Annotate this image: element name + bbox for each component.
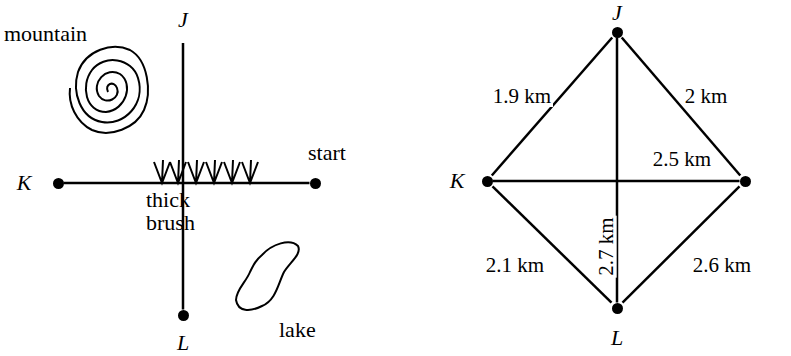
distance-label: 2.7 km [596,215,617,277]
vertex-label: L [611,326,623,349]
vertex-dot: start [310,178,321,189]
route-line [64,183,310,184]
vertex-label: L [177,331,189,354]
distance-label: 2.6 km [691,255,753,276]
vertex-dot: K [53,178,64,189]
mountain-spiral [70,47,148,133]
distance-label: 2.1 km [484,255,546,276]
distance-label: 2 km [683,86,730,107]
vertex-dot: J [612,27,623,38]
road-end: J [180,37,186,43]
vertex-label: J [612,1,622,24]
route-line [623,186,740,302]
map-label: lake [279,318,316,341]
lake-outline [236,242,299,310]
vertex-dot: L [178,310,189,321]
vertex-dot [740,176,751,187]
vertex-label: K [450,169,465,192]
distance-label: 2.5 km [651,149,713,170]
map-label: thick brush [146,188,202,234]
route-line [492,38,612,176]
vertex-dot: L [612,303,623,314]
vertex-label: start [308,141,346,164]
thick-brush-symbol [154,160,258,183]
route-line [183,43,184,310]
vertex-dot: K [482,176,493,187]
map-label: mountain [4,22,87,45]
route-line [493,186,612,302]
distance-label: 1.9 km [491,86,553,107]
route-line [622,38,741,176]
vertex-label: J [178,8,188,31]
vertex-label: K [17,171,32,194]
